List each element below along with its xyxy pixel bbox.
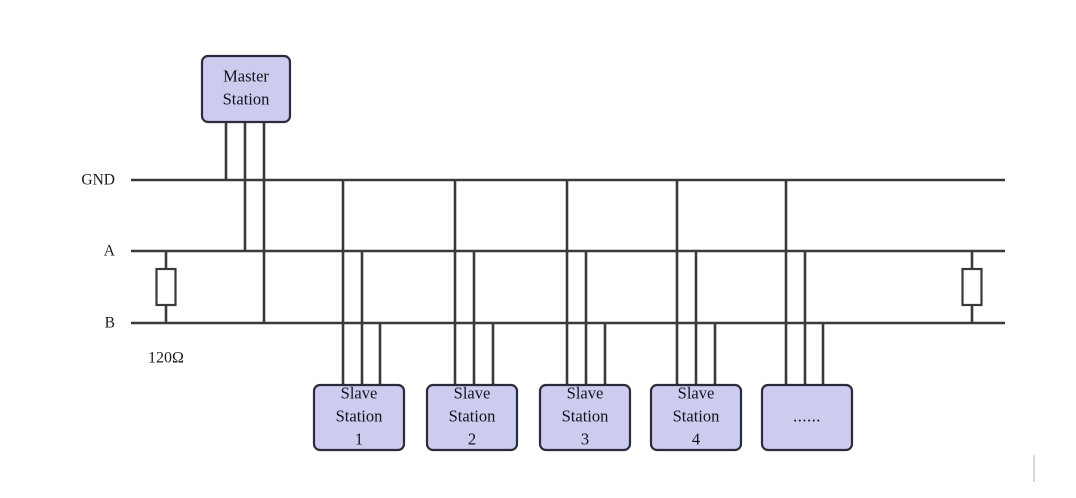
slave-3-label-line-3: 3 xyxy=(581,429,589,448)
bus-label-b: B xyxy=(105,315,115,332)
slave-2-box[interactable] xyxy=(425,383,519,452)
slave-more[interactable]: ...... xyxy=(760,383,854,452)
master-station-box[interactable] xyxy=(200,54,292,124)
bus-label-gnd: GND xyxy=(81,172,115,189)
left-terminator-label: 120Ω xyxy=(148,350,184,367)
slave-4-box[interactable] xyxy=(649,383,743,452)
slave-1-label-line-3: 1 xyxy=(355,429,363,448)
slave-1-box[interactable] xyxy=(312,383,406,452)
slave-1-label-line-1: Slave xyxy=(341,383,378,402)
slave-3-label-line-1: Slave xyxy=(567,383,604,402)
slave-more-label-line-1: ...... xyxy=(793,406,821,425)
bus-label-a: A xyxy=(104,243,116,260)
slave-4-label-line-3: 4 xyxy=(692,429,700,448)
slave-4-label-line-2: Station xyxy=(673,406,720,425)
terminators-group: 120Ω xyxy=(148,251,983,367)
slave-3-box[interactable] xyxy=(538,383,632,452)
left-terminator-body xyxy=(155,267,177,307)
slave-2-label-line-3: 2 xyxy=(468,429,476,448)
master-station-label-line-1: Master xyxy=(223,66,269,85)
right-terminator-body xyxy=(961,267,983,307)
slave-3-label-line-2: Station xyxy=(562,406,609,425)
master-station-label-line-2: Station xyxy=(223,89,270,108)
slave-2-label-line-1: Slave xyxy=(454,383,491,402)
slave-4-label-line-1: Slave xyxy=(678,383,715,402)
station-nodes-group: MasterStationSlaveStation1SlaveStation2S… xyxy=(200,54,854,452)
bus-labels-group: GND A B xyxy=(81,172,115,332)
slave-1-label-line-2: Station xyxy=(336,406,383,425)
drop-lines-group xyxy=(224,122,825,385)
slave-2-label-line-2: Station xyxy=(449,406,496,425)
slave-more-box[interactable] xyxy=(760,383,854,452)
